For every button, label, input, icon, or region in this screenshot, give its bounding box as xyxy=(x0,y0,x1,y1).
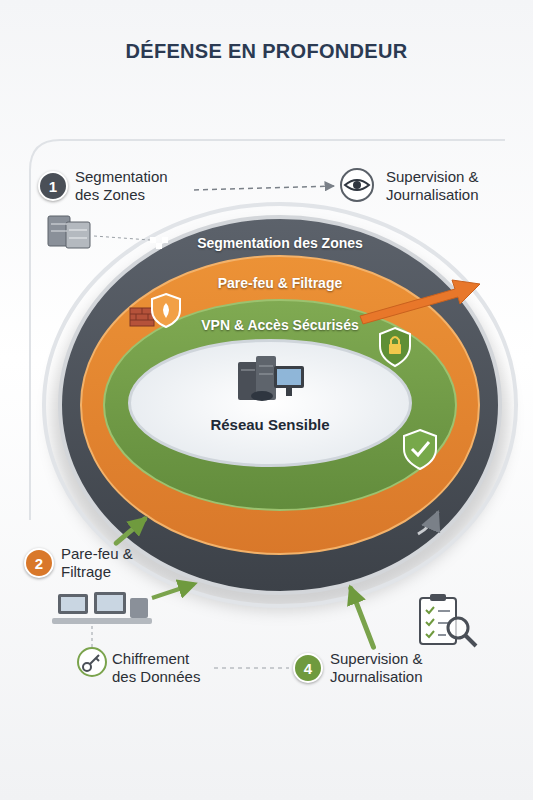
label-holder: Supervision & Journalisation xyxy=(386,168,521,204)
vpn-ring: VPN & Accès SécurisésRéseau Sensible xyxy=(103,299,457,511)
brick-joint xyxy=(130,314,154,315)
magnifier-glass xyxy=(448,618,468,638)
monitor xyxy=(94,592,126,614)
dashed-arrow xyxy=(194,186,334,190)
database xyxy=(251,391,273,401)
server-icon xyxy=(48,216,90,248)
key-blade xyxy=(90,655,99,664)
monitor-screen xyxy=(277,369,301,385)
ring-outline xyxy=(128,339,412,467)
ring-label: Segmentation des Zones xyxy=(58,215,502,251)
monitor xyxy=(274,366,304,388)
check-shield-icon xyxy=(404,430,436,469)
list-lines xyxy=(438,611,450,635)
ring-label: VPN & Accès Sécurisés xyxy=(103,299,457,333)
leader-line xyxy=(92,626,93,647)
callout-number: 4 xyxy=(293,653,323,683)
monitor xyxy=(58,594,88,614)
callout-label: Chiffrement des Données xyxy=(112,650,212,686)
green-shield xyxy=(380,328,410,366)
check-mark xyxy=(412,442,429,455)
callout-number: 1 xyxy=(38,171,68,201)
callout-text: Segmentation des Zones xyxy=(75,168,193,204)
callout-item: 4Supervision & Journalisation xyxy=(293,650,470,686)
core-ellipse: Réseau Sensible xyxy=(128,339,412,467)
brick-joint xyxy=(148,314,149,320)
segment-square xyxy=(162,237,168,243)
eye-shape xyxy=(345,180,369,190)
monitor-stand xyxy=(286,388,292,396)
callout-text: Supervision & Journalisation xyxy=(330,650,470,686)
ring-fill xyxy=(81,256,479,554)
callout-label: Supervision & Journalisation xyxy=(386,168,521,204)
grey-arrow xyxy=(418,512,438,534)
padlock-body xyxy=(389,344,401,354)
firewall-ring: Pare-feu & FiltrageVPN & Accès Sécurisés… xyxy=(80,255,480,555)
server-tower xyxy=(238,362,258,400)
server-slot xyxy=(69,230,87,231)
connector-arrow xyxy=(116,519,145,543)
brick-joint xyxy=(136,314,137,320)
padlock-shackle xyxy=(391,337,399,344)
green-shield xyxy=(404,430,436,469)
server-slot xyxy=(69,238,87,239)
segment-square xyxy=(156,243,162,249)
server-rack xyxy=(66,222,90,248)
server-slot xyxy=(241,370,255,371)
leader-line xyxy=(94,236,150,240)
ring-fill xyxy=(130,341,411,466)
eye-icon xyxy=(341,169,373,201)
audit-icon xyxy=(420,594,476,646)
clipboard xyxy=(420,598,456,644)
orange-arrow xyxy=(360,280,480,324)
vpn-shield-icon xyxy=(380,328,410,366)
server-rack xyxy=(48,216,70,246)
key-bow xyxy=(83,663,91,671)
callout-text: Pare-feu & Filtrage xyxy=(61,545,161,581)
ring-fill xyxy=(60,217,500,593)
ring-fill xyxy=(104,300,456,510)
server-slot xyxy=(51,224,67,225)
tower xyxy=(130,598,148,618)
ring-label: Pare-feu & Filtrage xyxy=(80,255,480,291)
green-arrow xyxy=(152,584,194,598)
monitor-screen xyxy=(61,597,85,611)
leader-line xyxy=(214,668,289,669)
core-network-icon xyxy=(238,356,304,401)
eye-pupil xyxy=(353,181,361,189)
diagram-title: DÉFENSE EN PROFONDEUR xyxy=(0,0,533,63)
outer-rim xyxy=(44,204,516,606)
label-holder: Chiffrement des Données xyxy=(112,650,212,686)
callout-number: 2 xyxy=(24,548,54,578)
brick-wall xyxy=(130,308,154,326)
brick-joint xyxy=(130,320,154,321)
callout-item: 2Pare-feu & Filtrage xyxy=(24,545,161,581)
check-list xyxy=(426,607,434,637)
callout-item: 1Segmentation des Zones xyxy=(38,168,193,204)
firewall-icon xyxy=(130,294,180,327)
brick-joint xyxy=(142,308,143,314)
clipboard-clip xyxy=(430,594,446,601)
computers-icon xyxy=(52,592,152,624)
server-slot xyxy=(259,366,273,367)
server-slot xyxy=(259,374,273,375)
core-label: Réseau Sensible xyxy=(128,339,412,433)
key-circle xyxy=(78,648,106,676)
eye-circle xyxy=(341,169,373,201)
segment-square xyxy=(150,237,156,243)
key-icon xyxy=(78,648,106,676)
zone-ring: Segmentation des ZonesPare-feu & Filtrag… xyxy=(58,215,502,595)
server-tower xyxy=(256,356,276,400)
server-slot xyxy=(51,231,67,232)
desk xyxy=(52,618,152,624)
segment-icon xyxy=(150,237,168,249)
magnifier-handle xyxy=(465,635,476,646)
shield-flame xyxy=(163,303,169,318)
connector-arrow xyxy=(351,588,374,647)
orange-shield xyxy=(152,294,180,327)
monitor-screen xyxy=(97,595,123,611)
